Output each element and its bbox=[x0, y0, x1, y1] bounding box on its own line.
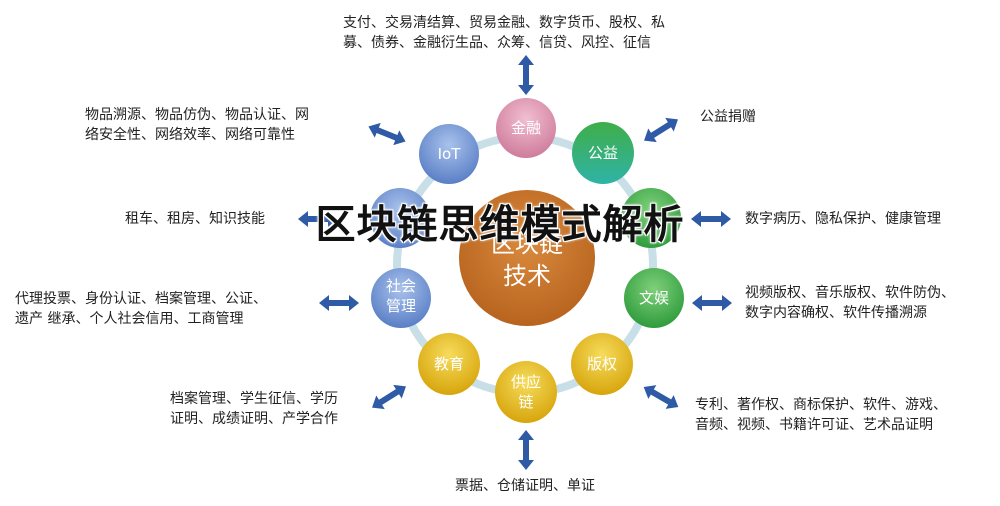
node-charity: 公益 bbox=[572, 122, 634, 184]
node-copyright: 版权 bbox=[571, 333, 633, 395]
arrow-culture bbox=[692, 295, 732, 311]
node-iot-label: IoT bbox=[438, 145, 462, 163]
core-line1: 区块链 bbox=[491, 230, 563, 258]
arrow-social bbox=[319, 295, 359, 311]
node-supply-chain: 供应 链 bbox=[495, 361, 557, 423]
label-sharing: 租车、租房、知识技能 bbox=[125, 211, 265, 227]
arrow-charity bbox=[639, 112, 683, 148]
node-education: 教育 bbox=[418, 333, 480, 395]
label-social-1: 代理投票、身份认证、档案管理、公证、 bbox=[15, 291, 267, 307]
label-copyright-2: 音频、视频、书籍许可证、艺术品证明 bbox=[695, 417, 933, 433]
label-finance-2: 募、债券、金融衍生品、众筹、信贷、风控、征信 bbox=[343, 35, 651, 51]
label-copyright-1: 专利、著作权、商标保护、软件、游戏、 bbox=[695, 397, 947, 413]
core-node: 区块链 技术 bbox=[459, 190, 595, 326]
page-title: 区块链思维模式解析 bbox=[315, 202, 685, 248]
node-education-label: 教育 bbox=[434, 355, 464, 373]
label-culture-1: 视频版权、音乐版权、软件防伪、 bbox=[745, 285, 955, 301]
node-charity-label: 公益 bbox=[588, 144, 618, 162]
core-line2: 技术 bbox=[503, 262, 551, 290]
arrow-iot bbox=[365, 119, 409, 149]
node-finance-label: 金融 bbox=[511, 119, 541, 137]
label-education-2: 证明、成绩证明、产学合作 bbox=[170, 411, 338, 427]
label-supply: 票据、仓储证明、单证 bbox=[455, 478, 595, 494]
node-supply-label-2: 链 bbox=[518, 393, 533, 411]
label-medical: 数字病历、隐私保护、健康管理 bbox=[745, 211, 941, 227]
label-education-1: 档案管理、学生征信、学历 bbox=[170, 391, 338, 407]
node-iot: IoT bbox=[419, 124, 479, 184]
node-medical bbox=[621, 188, 681, 248]
arrow-supply bbox=[518, 430, 534, 470]
node-social-label-2: 管理 bbox=[386, 297, 416, 315]
node-copyright-label: 版权 bbox=[587, 355, 617, 373]
label-social-2: 遗产 继承、个人社会信用、工商管理 bbox=[15, 311, 244, 327]
node-culture-label: 文娱 bbox=[639, 289, 669, 307]
label-finance-1: 支付、交易清结算、贸易金融、数字货币、股权、私 bbox=[343, 15, 665, 31]
node-finance: 金融 bbox=[496, 98, 556, 158]
label-culture-2: 数字内容确权、软件传播溯源 bbox=[745, 305, 927, 321]
node-social: 社会 管理 bbox=[371, 268, 431, 328]
arrow-finance bbox=[518, 55, 534, 95]
node-supply-label-1: 供应 bbox=[511, 373, 541, 391]
arrow-education bbox=[367, 379, 411, 415]
node-culture: 文娱 bbox=[624, 268, 684, 328]
label-charity: 公益捐赠 bbox=[700, 109, 756, 125]
node-social-label-1: 社会 bbox=[386, 277, 416, 295]
node-sharing bbox=[370, 188, 430, 248]
label-iot-2: 络安全性、网络效率、网络可靠性 bbox=[85, 127, 295, 143]
label-iot-1: 物品溯源、物品仿伪、物品认证、网 bbox=[85, 107, 309, 123]
arrow-copyright bbox=[639, 380, 683, 414]
